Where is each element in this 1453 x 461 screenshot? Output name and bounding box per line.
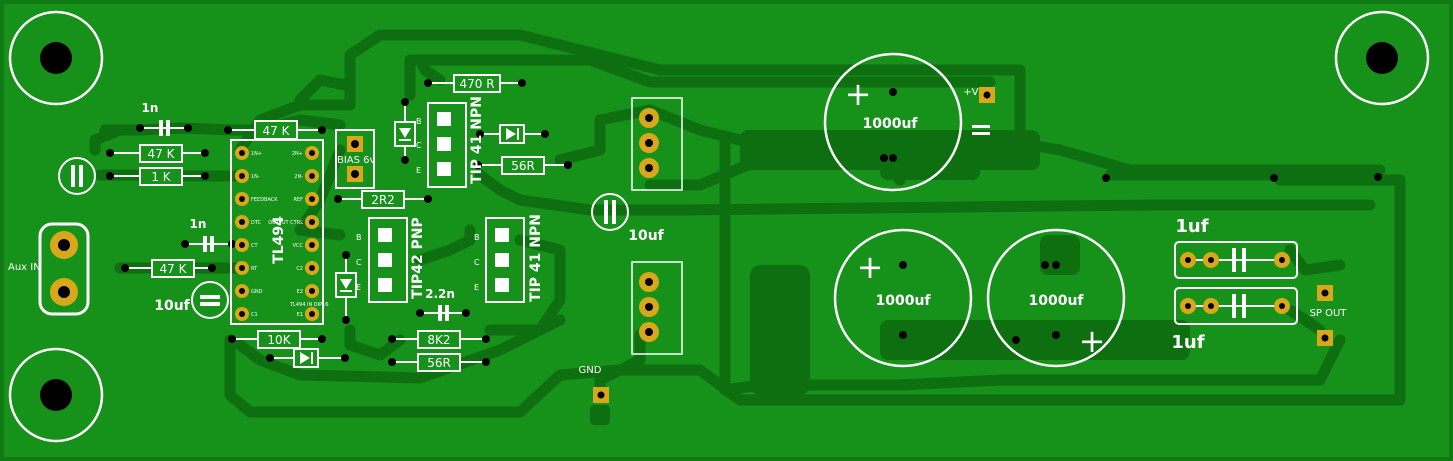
diode-vertical-mid <box>335 251 357 324</box>
resistor-10k-label: 10K <box>267 333 291 347</box>
ic-tl494-sublabel: TL494 IN DIP16 <box>289 302 328 308</box>
transistor-tip41-top: B C E TIP 41 NPN <box>416 96 485 188</box>
transistor-tip41-top-pin-e: E <box>416 166 421 175</box>
ic-pin-label-3: FEEDBACK <box>251 197 278 203</box>
resistor-56r-top-label: 56R <box>511 159 535 173</box>
capacitor-1n-mid-label: 1n <box>190 217 207 231</box>
resistor-470r-label: 470 R <box>459 77 494 91</box>
transistor-tip42-pin-e: E <box>356 283 361 292</box>
transistor-tip41-top-label: TIP 41 NPN <box>469 96 485 184</box>
resistor-47k-top: 47 K <box>224 120 326 140</box>
ve-label: +VE <box>963 87 985 98</box>
capacitor-2-2n: 2.2n <box>416 287 470 321</box>
capacitor-1n-top-label: 1n <box>142 101 159 115</box>
ic-pin-label-5: CT <box>251 243 258 249</box>
transistor-tip41-bottom-label: TIP 41 NPN <box>528 214 544 302</box>
capacitor-1uf-top-label: 1uf <box>1175 216 1208 237</box>
transistor-tip41-bottom-pin-c: C <box>474 258 480 267</box>
resistor-8k2-label: 8K2 <box>427 333 450 347</box>
ve-pad: +VE <box>963 87 995 135</box>
capacitor-1uf-bottom: 1uf <box>1171 287 1298 353</box>
mounting-hole-top-left <box>8 10 104 106</box>
ic-pin-label-10: E2 <box>297 289 303 295</box>
capacitor-1000uf-right-plus: + <box>1079 322 1106 360</box>
capacitor-electrolytic-left-top <box>58 157 96 195</box>
bias-6v-jumper: BIAS 6v <box>335 129 376 189</box>
resistor-470r: 470 R <box>424 74 526 93</box>
capacitor-1000uf-right-label: 1000uf <box>1028 293 1084 309</box>
ic-pin-label-15: 2N- <box>294 174 303 180</box>
resistor-47k-a: 47 K <box>106 144 209 163</box>
transistor-tip42-label: TIP42 PNP <box>410 217 426 299</box>
capacitor-1000uf-top: + 1000uf <box>823 52 963 192</box>
transistor-tip41-bottom: B C E TIP 41 NPN <box>474 214 544 303</box>
resistor-56r-bottom: 56R <box>388 353 490 372</box>
transistor-tip42-pnp: B C E TIP42 PNP <box>356 217 426 303</box>
resistor-47k-b: 47 K <box>121 259 216 278</box>
capacitor-1000uf-left-plus: + <box>857 248 884 286</box>
ic-pin-label-6: RT <box>251 266 258 272</box>
transistor-tip41-top-pin-c: C <box>416 141 422 150</box>
capacitor-10uf-left: 10uf <box>154 281 229 319</box>
sp-out-connector: SP OUT <box>1310 285 1348 346</box>
ic-pin-label-12: VCC <box>293 243 304 249</box>
transistor-tip42-pin-b: B <box>356 233 362 242</box>
ic-tl494-label: TL494 <box>271 216 287 264</box>
resistor-2r2-label: 2R2 <box>371 193 395 207</box>
aux-in-connector: Aux IN <box>8 222 90 316</box>
sp-out-label: SP OUT <box>1310 308 1348 319</box>
resistor-1k-label: 1 K <box>151 170 171 184</box>
mounting-holes <box>8 10 1430 443</box>
transistor-tip41-top-pin-b: B <box>416 117 422 126</box>
ic-tl494: 1N+ 1N- FEEDBACK DTC CT RT GND C1 2N+ 2N… <box>230 139 328 325</box>
capacitor-1000uf-left-label: 1000uf <box>875 293 931 309</box>
ic-pin-label-1: 1N+ <box>251 151 262 157</box>
aux-in-label: Aux IN <box>8 262 41 273</box>
resistor-1k: 1 K <box>106 167 209 186</box>
ic-pin-label-11: C2 <box>296 266 303 272</box>
gnd-label: GND <box>579 365 602 376</box>
resistor-8k2: 8K2 <box>388 330 490 349</box>
resistor-10k: 10K <box>228 330 326 349</box>
bias-6v-label: BIAS 6v <box>337 155 376 166</box>
mounting-hole-top-right <box>1334 10 1430 106</box>
capacitor-1n-top: 1n <box>136 101 192 136</box>
resistor-47k-top-label: 47 K <box>263 124 291 138</box>
capacitor-1uf-bottom-label: 1uf <box>1171 332 1204 353</box>
resistor-47k-b-label: 47 K <box>160 262 188 276</box>
ic-pin-label-16: 2N+ <box>292 151 303 157</box>
output-header-top <box>631 97 683 191</box>
transistor-tip41-bottom-pin-e: E <box>474 283 479 292</box>
resistor-2r2: 2R2 <box>334 190 432 209</box>
ic-pin-label-14: REF <box>293 197 303 203</box>
capacitor-10uf-left-label: 10uf <box>154 298 190 314</box>
ic-pin-label-2: 1N- <box>251 174 260 180</box>
resistor-56r-bottom-label: 56R <box>427 356 451 370</box>
capacitor-1000uf-top-plus: + <box>845 75 872 113</box>
mounting-hole-bottom-left <box>8 347 104 443</box>
capacitor-2-2n-label: 2.2n <box>425 287 455 301</box>
capacitor-1uf-top: 1uf <box>1174 216 1298 279</box>
ic-pin-label-13: OUTPUT CTRL <box>268 220 303 226</box>
ic-pin-label-7: GND <box>251 289 263 295</box>
diode-vertical-top <box>394 98 416 164</box>
vias <box>564 154 1382 344</box>
ic-pin-label-4: DTC <box>251 220 262 226</box>
capacitor-1000uf-left: + 1000uf <box>833 228 973 368</box>
gnd-pad: GND <box>579 365 609 403</box>
ic-pin-label-9: E1 <box>297 312 303 318</box>
capacitor-1000uf-right: + 1000uf <box>986 228 1126 368</box>
capacitor-10uf-mid-label: 10uf <box>628 228 664 244</box>
transistor-tip41-bottom-pin-b: B <box>474 233 480 242</box>
output-header-bottom <box>631 261 683 355</box>
diode-horizontal-bottom <box>266 348 349 368</box>
capacitor-1000uf-top-label: 1000uf <box>862 116 918 132</box>
capacitor-10uf-mid: 10uf <box>591 193 665 244</box>
diode-horizontal-top <box>476 124 549 144</box>
resistor-56r-top: 56R <box>474 156 572 175</box>
transistor-tip42-pin-c: C <box>356 258 362 267</box>
resistor-47k-a-label: 47 K <box>148 147 176 161</box>
ic-pin-label-8: C1 <box>251 312 258 318</box>
